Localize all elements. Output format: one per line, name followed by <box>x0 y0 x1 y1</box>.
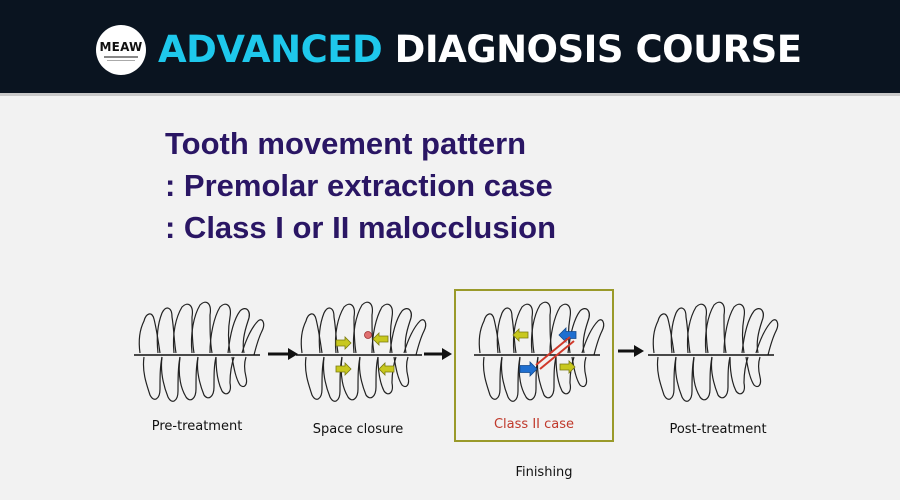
arrow-right-icon <box>268 348 298 360</box>
course-title: ADVANCED DIAGNOSIS COURSE <box>158 24 802 76</box>
teeth-diagram-icon <box>295 301 427 403</box>
contact-point-icon <box>364 331 372 339</box>
elastic-icon <box>535 336 575 370</box>
movement-arrow-icon <box>378 362 395 376</box>
heading-line-1: Tooth movement pattern <box>165 126 527 161</box>
finishing-label: Finishing <box>515 465 573 480</box>
logo-text: MEAW <box>99 39 143 54</box>
arrow-right-icon <box>424 348 452 360</box>
slide-heading: Tooth movement pattern : Premolar extrac… <box>165 123 556 249</box>
finishing-highlight-box <box>454 289 614 442</box>
stage-label-pre-treatment: Pre-treatment <box>151 419 243 434</box>
heading-line-2: : Premolar extraction case <box>165 168 553 203</box>
stage-label-class-ii: Class II case <box>493 417 575 432</box>
course-title-rest: DIAGNOSIS COURSE <box>394 28 802 71</box>
movement-arrow-icon <box>372 332 389 346</box>
teeth-diagram-icon <box>647 301 779 403</box>
heading-line-3: : Class I or II malocclusion <box>165 210 557 245</box>
teeth-diagram-icon <box>473 301 605 403</box>
course-header: MEAW ADVANCED DIAGNOSIS COURSE <box>0 0 900 96</box>
tooth-movement-diagram <box>133 301 779 403</box>
course-title-accent: ADVANCED <box>158 28 383 71</box>
arrow-right-icon <box>618 345 644 357</box>
slide-content: Tooth movement pattern : Premolar extrac… <box>0 99 900 500</box>
meaw-logo: MEAW <box>96 25 146 75</box>
stage-label-post-treatment: Post-treatment <box>669 422 767 437</box>
logo-underline <box>104 55 138 58</box>
teeth-diagram-icon <box>133 301 265 403</box>
stage-label-space-closure: Space closure <box>312 422 404 437</box>
logo-underline-thin <box>107 59 135 61</box>
movement-arrow-icon <box>335 362 352 376</box>
movement-arrow-icon <box>335 336 352 350</box>
